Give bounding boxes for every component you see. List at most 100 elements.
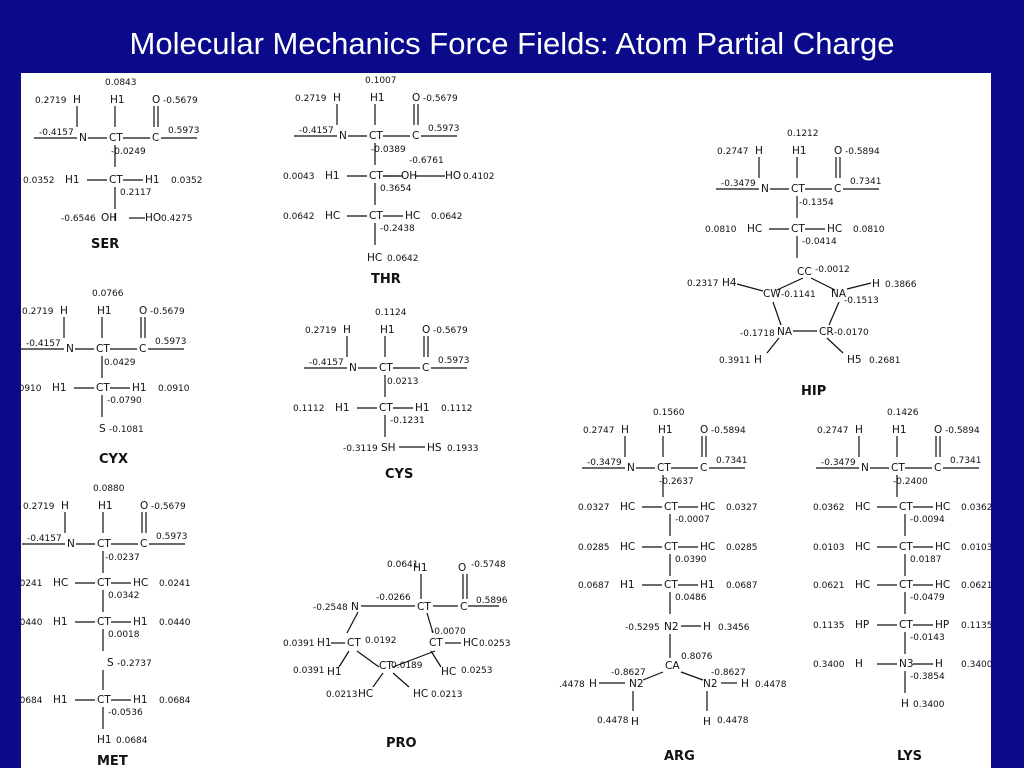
lys-cb-label: CT	[899, 501, 913, 513]
thr-hc_left-charge: 0.0642	[283, 212, 315, 222]
met-h_top-label: H1	[98, 500, 113, 512]
pro-hc_a-charge: 0.0253	[479, 639, 511, 649]
pro-hc_b-charge: 0.0253	[461, 666, 493, 676]
met-c-label: C	[140, 538, 147, 550]
ser-oh-label: OH	[101, 212, 117, 224]
hip-hc_right-charge: 0.0810	[853, 225, 885, 235]
cys-n-label: N	[349, 362, 357, 374]
thr-h_n-label: H	[333, 92, 341, 104]
arg-c-charge: 0.7341	[716, 456, 748, 466]
lys-ce-charge: -0.0143	[910, 633, 945, 643]
ser-oh-charge: -0.6546	[61, 214, 96, 224]
hip-na_bottom-charge: -0.1718	[740, 329, 775, 339]
ser-ca-label: CT	[109, 132, 123, 144]
hip-h_n-charge: 0.2747	[717, 147, 749, 157]
pro-hc_c-charge: 0.0213	[326, 690, 358, 700]
lys-hc3_right-charge: 0.0621	[961, 581, 991, 591]
lys-hp_left-charge: 0.1135	[813, 621, 845, 631]
lys-c-label: C	[934, 462, 941, 474]
cyx-cb-charge: -0.0790	[107, 396, 142, 406]
cyx-s-charge: -0.1081	[109, 425, 144, 435]
ser-cb-charge: 0.2117	[120, 188, 152, 198]
cyx-n-charge: -0.4157	[26, 339, 61, 349]
met-n-charge: -0.4157	[27, 534, 62, 544]
arg-n2-label: N2	[664, 621, 679, 633]
pro-hc_d-charge: 0.0213	[431, 690, 463, 700]
hip-na_top-charge: -0.1513	[844, 296, 879, 306]
ser-h_n-charge: 0.2719	[35, 96, 67, 106]
arg-cb-label: CT	[664, 501, 678, 513]
ser-h1_right-charge: 0.0352	[171, 176, 203, 186]
cyx-cb-label: CT	[96, 382, 110, 394]
thr-o-charge: -0.5679	[423, 94, 458, 104]
hip-cc-label: CC	[797, 266, 812, 278]
arg-h1_right-charge: 0.0687	[726, 581, 758, 591]
arg-ca-label: CT	[657, 462, 671, 474]
arg-n-label: N	[627, 462, 635, 474]
hip-n-label: N	[761, 183, 769, 195]
met-h1_left-charge: 0.0440	[21, 618, 43, 628]
arg-n2_right-charge: -0.8627	[711, 668, 746, 678]
lys-hc1_left-charge: 0.0362	[813, 503, 845, 513]
thr-hc_right-charge: 0.0642	[431, 212, 463, 222]
thr-oh-label: OH	[401, 170, 417, 182]
cyx-c-charge: 0.5973	[155, 337, 187, 347]
lys-h_n3_right-label: H	[935, 658, 943, 670]
met-c-charge: 0.5973	[156, 532, 188, 542]
arg-h_rr-label: H	[741, 678, 749, 690]
hip-cr-charge: -0.0170	[834, 328, 869, 338]
arg-n2-charge: -0.5295	[625, 623, 660, 633]
thr-h1_left-label: H1	[325, 170, 340, 182]
hip-h_top-charge: 0.1212	[787, 129, 819, 139]
arg-n2_left-charge: -0.8627	[611, 668, 646, 678]
bond-line	[736, 283, 764, 292]
cys-hs-charge: 0.1933	[447, 444, 479, 454]
cys-name: CYS	[385, 467, 413, 482]
lys-h_n-charge: 0.2747	[817, 426, 849, 436]
arg-n2_left-label: N2	[629, 678, 644, 690]
cys-h_n-charge: 0.2719	[305, 326, 337, 336]
lys-cg-charge: 0.0187	[910, 555, 942, 565]
lys-hp_right-label: HP	[935, 619, 949, 631]
pro-hc_b-label: HC	[441, 666, 456, 678]
lys-h_n3_left-charge: 0.3400	[813, 660, 845, 670]
pro-cd-charge: 0.0192	[365, 636, 397, 646]
bond-line	[680, 671, 704, 681]
pro-n-charge: -0.2548	[313, 603, 348, 613]
bond-line	[338, 650, 350, 668]
arg-h_lb-label: H	[631, 716, 639, 728]
pro-hc_a-label: HC	[463, 637, 478, 649]
lys-hc2_right-charge: 0.0103	[961, 543, 991, 553]
hip-h_na-label: H	[872, 278, 880, 290]
hip-na_top-label: NA	[831, 288, 847, 300]
met-hc_right-charge: 0.0241	[159, 579, 191, 589]
pro-cg-charge: 0.0189	[391, 661, 423, 671]
cys-cb-label: CT	[379, 402, 393, 414]
thr-cb-charge: 0.3654	[380, 184, 412, 194]
lys-hc2_left-charge: 0.0103	[813, 543, 845, 553]
bond-line	[810, 277, 836, 291]
arg-cg-charge: 0.0390	[675, 555, 707, 565]
pro-h1_top-label: H1	[413, 562, 428, 574]
pro-h1_a-charge: 0.0391	[283, 639, 315, 649]
lys-c-charge: 0.7341	[950, 456, 982, 466]
arg-hc1_left-label: HC	[620, 501, 635, 513]
hip-hc_left-label: HC	[747, 223, 762, 235]
ser-h_top-label: H1	[110, 94, 125, 106]
bond-line	[766, 337, 780, 354]
cyx-h_n-charge: 0.2719	[22, 307, 54, 317]
lys-cd-charge: -0.0479	[910, 593, 945, 603]
pro-cd-label: CT	[347, 637, 361, 649]
arg-hc2_left-label: HC	[620, 541, 635, 553]
hip-c-label: C	[834, 183, 841, 195]
arg-h1_left-charge: 0.0687	[578, 581, 610, 591]
ser-h1_right-label: H1	[145, 174, 160, 186]
lys-n3-label: N3	[899, 658, 914, 670]
thr-name: THR	[371, 272, 401, 287]
arg-ca_cz-charge: 0.8076	[681, 652, 713, 662]
thr-h_top-label: H1	[370, 92, 385, 104]
hip-h4-label: H4	[722, 277, 737, 289]
bond-line	[426, 612, 434, 634]
met-h_n-charge: 0.2719	[23, 502, 55, 512]
arg-h_rb-label: H	[703, 716, 711, 728]
